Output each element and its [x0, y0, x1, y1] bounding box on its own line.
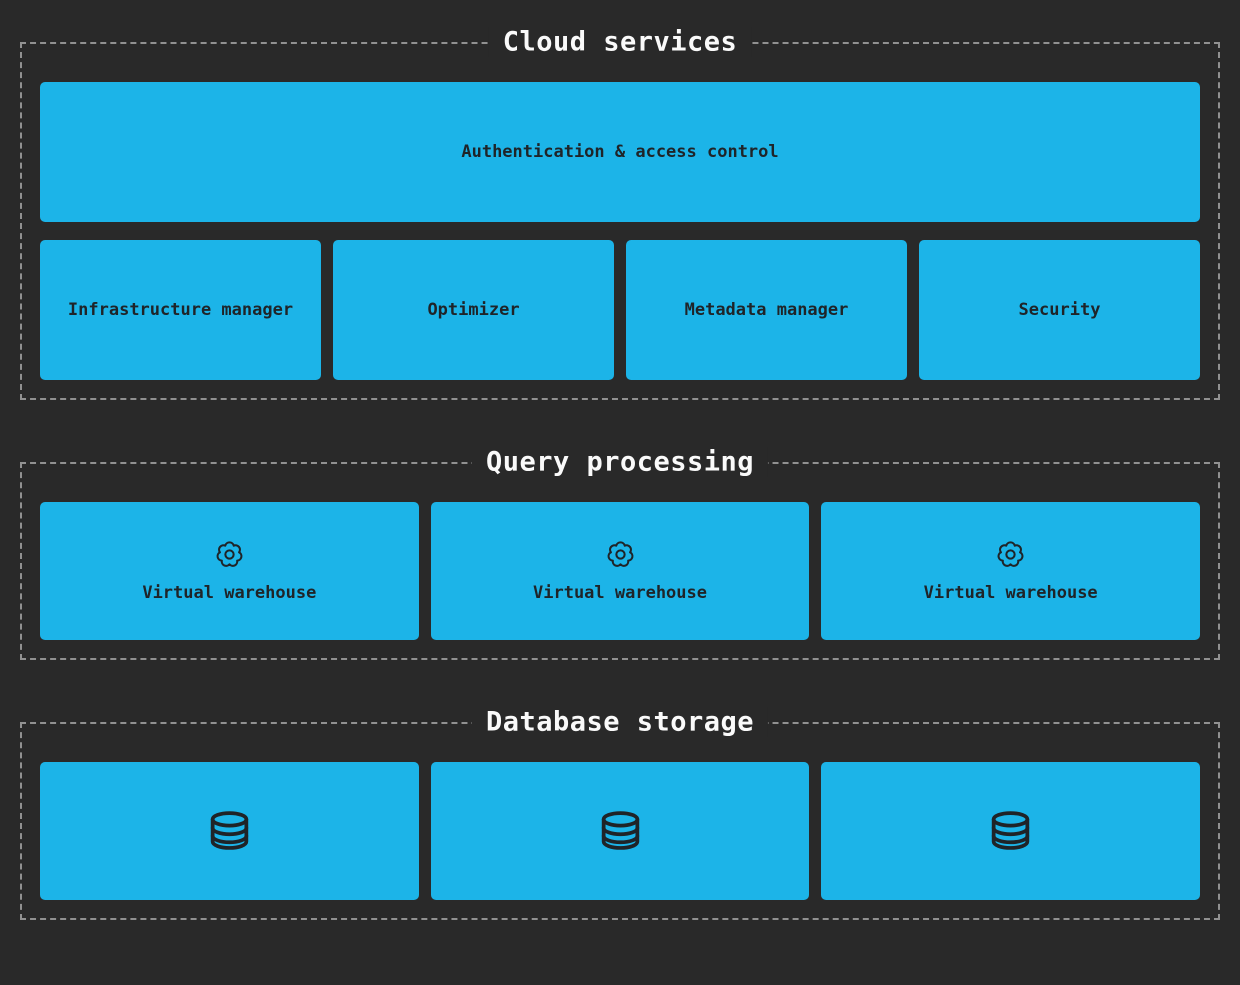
virtual-warehouse-box: Virtual warehouse	[430, 502, 810, 640]
security-label: Security	[1018, 300, 1101, 320]
database-icon	[597, 808, 644, 855]
gear-icon	[605, 539, 636, 570]
section-cloud-services: Cloud services Authentication & access c…	[20, 26, 1220, 400]
infrastructure-manager-box: Infrastructure manager	[40, 240, 321, 380]
infrastructure-manager-label: Infrastructure manager	[67, 300, 294, 320]
cloud-services-row-bottom: Infrastructure manager Optimizer Metadat…	[40, 240, 1200, 380]
section-title-query-processing: Query processing	[471, 446, 769, 478]
auth-access-control-box: Authentication & access control	[40, 82, 1200, 222]
virtual-warehouse-label: Virtual warehouse	[923, 583, 1098, 603]
database-storage-row	[40, 762, 1201, 900]
database-box	[40, 762, 419, 900]
cloud-services-row-top: Authentication & access control	[40, 82, 1200, 222]
optimizer-label: Optimizer	[427, 300, 520, 320]
virtual-warehouse-box: Virtual warehouse	[821, 502, 1201, 640]
auth-access-control-label: Authentication & access control	[461, 142, 779, 162]
metadata-manager-box: Metadata manager	[626, 240, 907, 380]
database-box	[430, 762, 810, 900]
optimizer-box: Optimizer	[333, 240, 614, 380]
virtual-warehouse-box: Virtual warehouse	[40, 502, 419, 640]
database-box	[821, 762, 1201, 900]
security-box: Security	[919, 240, 1200, 380]
gear-icon	[995, 539, 1026, 570]
section-title-cloud-services: Cloud services	[488, 26, 752, 58]
section-title-database-storage: Database storage	[471, 706, 769, 738]
database-icon	[987, 808, 1034, 855]
query-processing-row: Virtual warehouse Virtual warehouse Virt…	[40, 502, 1201, 640]
gear-icon	[214, 539, 245, 570]
database-icon	[206, 808, 253, 855]
metadata-manager-label: Metadata manager	[684, 300, 849, 320]
virtual-warehouse-label: Virtual warehouse	[142, 583, 317, 603]
section-query-processing: Query processing Virtual warehouse Virtu…	[20, 446, 1220, 660]
virtual-warehouse-label: Virtual warehouse	[533, 583, 707, 603]
section-database-storage: Database storage	[20, 706, 1220, 920]
